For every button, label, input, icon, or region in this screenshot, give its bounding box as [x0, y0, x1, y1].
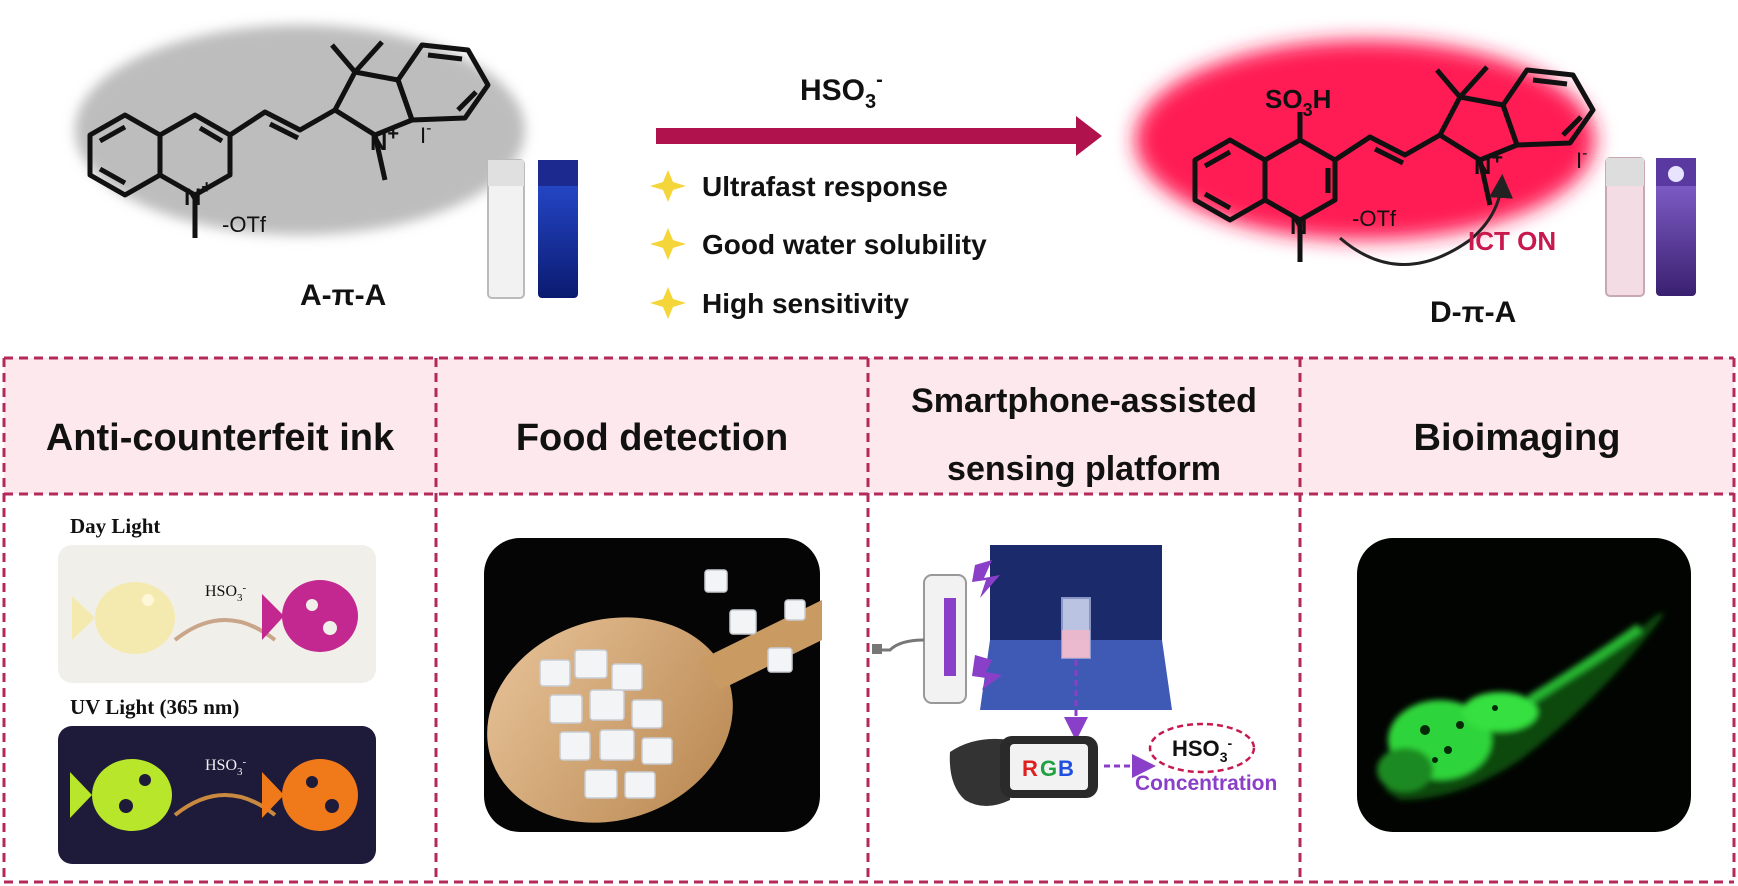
lightning-icon: [972, 560, 1000, 598]
star-icon: [650, 228, 686, 260]
reactant-label: A-π-A: [300, 279, 386, 312]
reactant-structure: [87, 40, 491, 238]
product-indolium-n: N+: [1474, 147, 1503, 180]
hso3-bubble-text: HSO3-: [1172, 735, 1232, 765]
reactant-vials: [487, 159, 578, 299]
reactant-indolium-n: N+: [370, 123, 399, 156]
zebrafish-fluorescence: [1377, 612, 1664, 800]
product-label: D-π-A: [1430, 296, 1516, 329]
fish-green-icon: [70, 759, 172, 831]
feature-water-solubility: Good water solubility: [702, 229, 987, 260]
panel-title-bioimaging: Bioimaging: [1414, 417, 1621, 459]
uv-reagent: HSO3-: [205, 756, 247, 778]
reactant-n-plus: N+: [184, 177, 212, 211]
star-icon: [650, 170, 686, 202]
rgb-r: R: [1022, 756, 1038, 781]
hso3-bubble: [1148, 722, 1256, 774]
product-so3h: SO3H: [1265, 84, 1331, 120]
panel-title-smartphone-line1: Smartphone-assisted: [911, 382, 1257, 420]
lightning-icon: [972, 655, 1002, 690]
day-light-label: Day Light: [70, 514, 160, 538]
feature-ultrafast: Ultrafast response: [702, 171, 948, 202]
sensing-device: [872, 545, 1172, 741]
zebrafish-spots: [1420, 705, 1498, 763]
panel-title-food-detection: Food detection: [516, 417, 788, 459]
panel-grid: [2, 356, 1736, 884]
sugar-crystals: [539, 569, 806, 799]
product-iodide: I-: [1576, 145, 1587, 173]
ict-curved-arrow: [1339, 174, 1513, 266]
reactant-otf: -OTf: [222, 212, 267, 237]
fish-orange-icon: [262, 759, 358, 831]
feature-sensitivity: High sensitivity: [702, 288, 909, 319]
smartphone: R G B: [949, 736, 1098, 806]
product-otf: -OTf: [1352, 206, 1397, 231]
panel-title-smartphone-line2: sensing platform: [947, 450, 1221, 488]
fish-yellow-icon: [72, 582, 175, 654]
panel-title-anti-counterfeit: Anti-counterfeit ink: [46, 417, 395, 459]
fish-magenta-icon: [262, 580, 358, 652]
product-structure: [1192, 65, 1596, 262]
star-icon: [650, 287, 686, 319]
concentration-label: Concentration: [1135, 772, 1277, 795]
rgb-g: G: [1040, 756, 1057, 781]
reaction-arrow: [656, 116, 1102, 156]
reagent-label: HSO3-: [800, 69, 883, 113]
product-vials: [1605, 157, 1696, 297]
day-reagent: HSO3-: [205, 582, 247, 604]
reactant-iodide: I-: [420, 120, 431, 148]
hand-icon: [949, 738, 1010, 806]
product-n: N: [1290, 213, 1307, 240]
ict-on-label: ICT ON: [1468, 226, 1556, 256]
feature-list: Ultrafast response Good water solubility…: [650, 170, 987, 319]
rgb-b: B: [1058, 756, 1074, 781]
uv-light-label: UV Light (365 nm): [70, 695, 239, 719]
